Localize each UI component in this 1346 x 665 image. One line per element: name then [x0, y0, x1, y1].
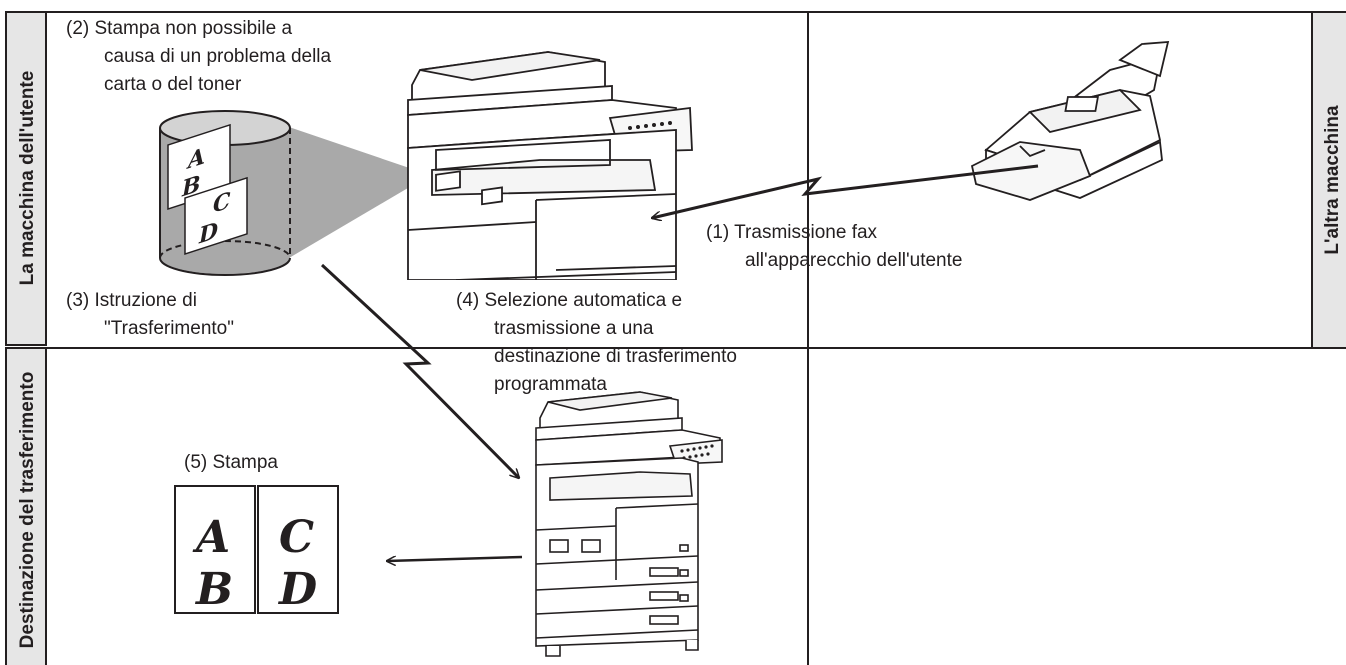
step-1-line: (1) Trasmissione fax	[706, 222, 878, 243]
step-2-line: carta o del toner	[104, 74, 242, 95]
side-label-forward-destination: Destinazione del trasferimento	[17, 372, 38, 649]
fax-other-machine	[970, 41, 1170, 201]
page-letter: C	[279, 512, 314, 563]
side-panel-user-machine: La macchina dell'utente	[5, 11, 47, 346]
page-letter: B	[194, 564, 233, 615]
step-4-label: (4) Selezione automatica e trasmissione …	[456, 290, 737, 395]
step-5-label: (5) Stampa	[184, 452, 278, 473]
step-3-label: (3) Istruzione di "Trasferimento"	[66, 290, 234, 339]
fax-transmission-arrow	[652, 164, 1039, 218]
forward-transmission-arrow	[320, 263, 519, 478]
sheet-letter: A	[186, 143, 205, 175]
page-letter: A	[192, 512, 230, 563]
memory-cylinder: A B C D	[159, 110, 430, 276]
sheet-letter: C	[213, 188, 231, 219]
step-4-line: destinazione di trasferimento	[494, 346, 737, 367]
mfp-forward-destination	[535, 391, 723, 657]
print-output-arrow	[387, 557, 523, 561]
side-panel-forward-destination: Destinazione del trasferimento	[5, 347, 47, 665]
step-4-line: trasmissione a una	[494, 318, 654, 339]
page-letter: D	[277, 564, 317, 615]
step-1-line: all'apparecchio dell'utente	[745, 250, 962, 271]
printed-page-1: A B	[174, 485, 256, 615]
side-panel-other-machine: L'altra macchina	[1311, 11, 1346, 349]
step-4-line: (4) Selezione automatica e	[456, 290, 682, 311]
grid-frame	[46, 11, 1312, 665]
stored-sheet-2: C D	[184, 176, 248, 255]
printed-page-2: C D	[257, 485, 339, 615]
step-3-line: "Trasferimento"	[104, 318, 234, 339]
side-label-user-machine: La macchina dell'utente	[17, 71, 38, 286]
mfp-user-machine	[407, 51, 693, 281]
step-4-line: programmata	[494, 374, 607, 395]
step-3-line: (3) Istruzione di	[66, 290, 197, 311]
sheet-letter: D	[198, 218, 218, 250]
side-label-other-machine: L'altra macchina	[1322, 105, 1343, 255]
step-2-line: causa di un problema della	[104, 46, 332, 67]
step-2-line: (2) Stampa non possibile a	[66, 18, 292, 39]
step-2-label: (2) Stampa non possibile a causa di un p…	[66, 18, 332, 95]
step-1-label: (1) Trasmissione fax all'apparecchio del…	[706, 222, 962, 271]
step-5-line: (5) Stampa	[184, 452, 278, 473]
